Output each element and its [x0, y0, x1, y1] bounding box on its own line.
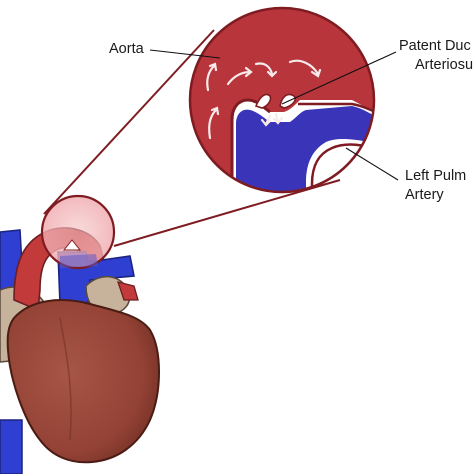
curved-arrow-icon — [274, 112, 280, 124]
arrow-head-icon — [244, 66, 253, 78]
pulmonary-vein — [117, 281, 139, 301]
arrow-head-icon — [266, 70, 278, 78]
zoom-circle-border — [188, 6, 376, 194]
zoom-inset — [188, 6, 376, 194]
leader-aorta — [149, 49, 221, 59]
label-patent-ductus-arteriosus: Patent Duc Arteriosu — [399, 37, 473, 75]
leader-lpa — [345, 147, 399, 181]
curved-arrow-icon — [288, 59, 320, 76]
curved-arrow-icon — [254, 62, 274, 76]
label-pda-line1: Patent Duc — [399, 38, 471, 54]
arrow-head-icon — [260, 118, 272, 127]
lens-pda-detail — [62, 239, 82, 251]
magnifier-lens — [40, 194, 116, 270]
inset-lumen — [310, 143, 374, 192]
label-lpa-line2: Artery — [405, 187, 444, 203]
curved-arrow-icon — [208, 108, 218, 140]
heart-illustration — [0, 194, 160, 474]
curved-arrow-icon — [206, 64, 216, 92]
inset-pulmonary-artery — [236, 106, 374, 192]
inset-pa-wall — [298, 102, 374, 122]
ventricles — [6, 299, 160, 464]
label-aorta: Aorta — [109, 41, 144, 57]
inferior-vena-cava — [0, 419, 23, 474]
label-left-pulmonary-artery: Left Pulm Artery — [405, 167, 466, 205]
leader-pda — [281, 51, 397, 105]
lens-blue-tint — [60, 254, 98, 268]
arrow-head-icon — [210, 106, 220, 116]
flow-arrows — [206, 59, 322, 140]
ductus-left-flap — [254, 93, 272, 109]
curved-arrow-icon — [264, 114, 272, 126]
interventricular-groove — [59, 317, 72, 441]
label-pda-line2: Arteriosu — [415, 57, 474, 73]
curved-arrow-icon — [226, 70, 252, 86]
arrow-head-icon — [208, 62, 218, 72]
arrow-head-icon — [310, 68, 322, 78]
arrow-head-icon — [272, 116, 284, 125]
leader-lines — [149, 49, 399, 181]
label-lpa-line1: Left Pulm — [405, 168, 467, 184]
